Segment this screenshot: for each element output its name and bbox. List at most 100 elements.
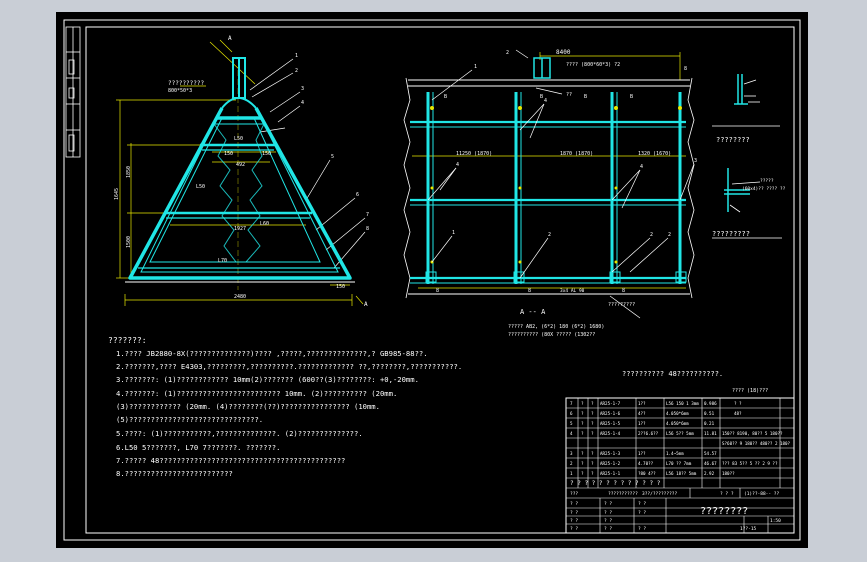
elev-callout-b1: B xyxy=(540,94,543,100)
bottom-callout: ????????? xyxy=(608,302,635,308)
svg-text:?: ? xyxy=(581,471,584,476)
callout-3: 3 xyxy=(301,86,304,92)
detail1-title: ???????? xyxy=(716,136,750,144)
svg-text:4: 4 xyxy=(570,431,573,436)
label-l70: L70 xyxy=(218,258,227,264)
elev-callout-1b: 1 xyxy=(452,230,455,236)
row-b-0: ? ? xyxy=(570,501,578,507)
sheet-number: 1??-15 xyxy=(740,526,757,532)
row-c-3: ? ? xyxy=(570,518,578,524)
svg-text:2: 2 xyxy=(570,461,573,466)
section-mark-a-bottom: A xyxy=(364,301,368,308)
elev-dim-3: 1320 (1670) xyxy=(638,151,671,157)
svg-text:L56 5?? 5mm: L56 5?? 5mm xyxy=(666,431,694,436)
row-b-1: ? ? xyxy=(604,501,612,507)
elev-note-top: ???? (800*60*3) ?2 xyxy=(566,62,620,68)
callout-6: 6 xyxy=(356,192,359,198)
row-c-0: ? ? xyxy=(570,510,578,516)
drawing-title: ???????? xyxy=(700,506,748,517)
svg-text:?: ? xyxy=(591,431,594,436)
row-c-2: ? ? xyxy=(638,510,646,516)
binding-strip xyxy=(65,26,81,158)
note-line-4: 4.???????: (1)???????????????????????? 1… xyxy=(116,389,397,398)
svg-text:1??: 1?? xyxy=(638,401,646,406)
note-line-10: 8.????????????????????????? xyxy=(116,469,233,478)
label-l60: L60 xyxy=(260,221,269,227)
svg-text:4.050*6mm: 4.050*6mm xyxy=(666,421,689,426)
svg-text:0.21: 0.21 xyxy=(704,421,715,426)
dim-1500: 1500 xyxy=(126,236,132,248)
detail-views: ???????? ????????? ????? (60x4)?? ???? ?… xyxy=(712,74,786,239)
svg-text:?: ? xyxy=(581,401,584,406)
svg-text:3: 3 xyxy=(570,451,573,456)
svg-text:4??: 4?? xyxy=(638,411,646,416)
elev-callout-2c: 2 xyxy=(650,232,653,238)
svg-text:?: ? xyxy=(581,461,584,466)
dim-150a: 150 xyxy=(224,151,233,157)
inner-border xyxy=(85,26,795,534)
row-d-2: ? ? xyxy=(638,526,646,532)
elev-note-top2: ?? xyxy=(566,92,572,98)
callout-8: 8 xyxy=(366,226,369,232)
svg-text:AR25-1-2: AR25-1-2 xyxy=(600,461,621,466)
row-b-2: ? ? xyxy=(638,501,646,507)
note-line-6: (5)??????????????????????????????. xyxy=(116,415,263,424)
svg-text:AR25-1-3: AR25-1-3 xyxy=(600,451,621,456)
svg-text:L70 ?? 7mm: L70 ?? 7mm xyxy=(666,461,692,466)
outer-border xyxy=(63,19,801,541)
svg-text:2??6.6??: 2??6.6?? xyxy=(638,431,659,436)
svg-text:2.92: 2.92 xyxy=(704,471,715,476)
section-note-1: ????? AB2, (6*2) 180 (6*2) 1680) xyxy=(508,324,604,330)
elev-callout-2d: 2 xyxy=(668,232,671,238)
table-footer-row: ? ? ? ? ? ? ? ? ? ? ? ? ? xyxy=(570,480,661,487)
svg-text:46.67: 46.67 xyxy=(704,461,717,466)
dim-492: 492 xyxy=(236,162,245,168)
svg-text:?80 4??: ?80 4?? xyxy=(638,471,656,476)
elev-callout-8c: 8 xyxy=(622,288,625,294)
detail2-note-1: ????? xyxy=(760,178,774,184)
note-line-1: 1.???? JB2880-8X(??????????????)???? ,??… xyxy=(116,349,428,358)
svg-text:11.81: 11.81 xyxy=(704,431,717,436)
note-line-8: 6.L50 5???????, L70 7???????. ???????. xyxy=(116,443,280,452)
row-d-1: ? ? xyxy=(604,526,612,532)
row-a-4: (1)??-88-- ?? xyxy=(744,491,780,497)
svg-text:AR25-1-4: AR25-1-4 xyxy=(600,431,621,436)
svg-text:?: ? xyxy=(591,401,594,406)
top-label-1: ?????????? xyxy=(168,80,205,87)
svg-text:0.986: 0.986 xyxy=(704,401,717,406)
svg-text:1??: 1?? xyxy=(638,451,646,456)
drawing-sheet xyxy=(56,12,808,548)
section-title: A -- A xyxy=(520,308,546,316)
elev-callout-2: 2 xyxy=(506,50,509,56)
svg-text:7: 7 xyxy=(570,401,573,406)
table-row: S?60?? 9 180?? 480?? 2 180? xyxy=(722,441,791,446)
svg-text:AR25-1-5: AR25-1-5 xyxy=(600,421,621,426)
svg-text:1: 1 xyxy=(570,471,573,476)
dim-1927: 1927 xyxy=(234,226,246,232)
row-c-1: ? ? xyxy=(604,510,612,516)
svg-text:?: ? xyxy=(591,471,594,476)
row-a-1: ??????????? xyxy=(608,491,638,497)
detail2-note-2: (60x4)?? ???? ?? xyxy=(742,186,786,192)
svg-text:?: ? xyxy=(581,421,584,426)
section-note-2: ?????????? (80X ????? (1302?? xyxy=(508,332,595,338)
elev-callout-3: 3 xyxy=(694,158,697,164)
svg-text:L56 150 1 3mm: L56 150 1 3mm xyxy=(666,401,699,406)
svg-text:?: ? xyxy=(591,461,594,466)
elev-callout-8d: 8 xyxy=(684,66,687,72)
svg-text:?: ? xyxy=(591,451,594,456)
dim-1850: 1850 xyxy=(126,166,132,178)
svg-text:AR25-1-7: AR25-1-7 xyxy=(600,401,621,406)
svg-text:0.51: 0.51 xyxy=(704,411,715,416)
dim-2480: 2480 xyxy=(234,294,246,300)
elevation-view: 8400 ???? (800*60*3) ?2 ?? 11250 (1870) … xyxy=(403,49,697,338)
elev-dim-2: 1870 (1870) xyxy=(560,151,593,157)
row-c-4: ? ? xyxy=(604,518,612,524)
svg-text:150?? 8190, 80?? 5 180??: 150?? 8190, 80?? 5 180?? xyxy=(722,431,783,436)
